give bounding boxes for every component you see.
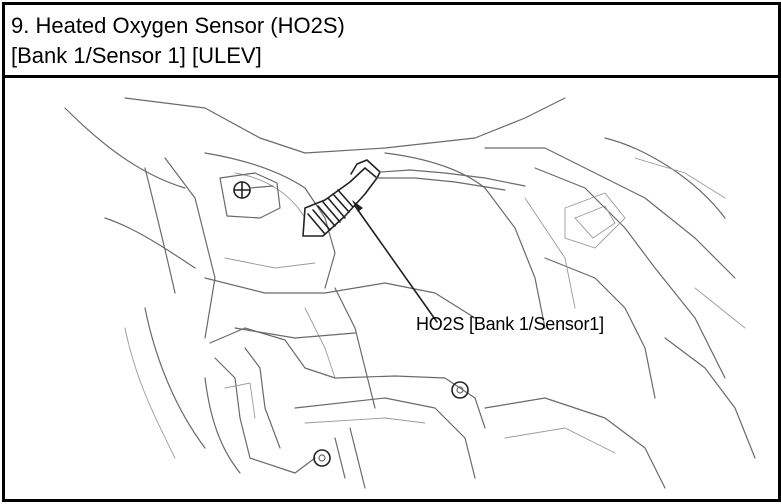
page-title: 9. Heated Oxygen Sensor (HO2S) bbox=[11, 13, 345, 38]
title-header: 9. Heated Oxygen Sensor (HO2S) [Bank 1/S… bbox=[5, 5, 778, 78]
engine-line-drawing bbox=[64, 97, 756, 489]
engine-outline bbox=[64, 97, 756, 489]
page-subtitle: [Bank 1/Sensor 1] [ULEV] bbox=[11, 43, 262, 68]
engine-illustration: HO2S [Bank 1/Sensor1] bbox=[5, 78, 778, 499]
sensor-callout-label: HO2S [Bank 1/Sensor1] bbox=[416, 314, 604, 334]
